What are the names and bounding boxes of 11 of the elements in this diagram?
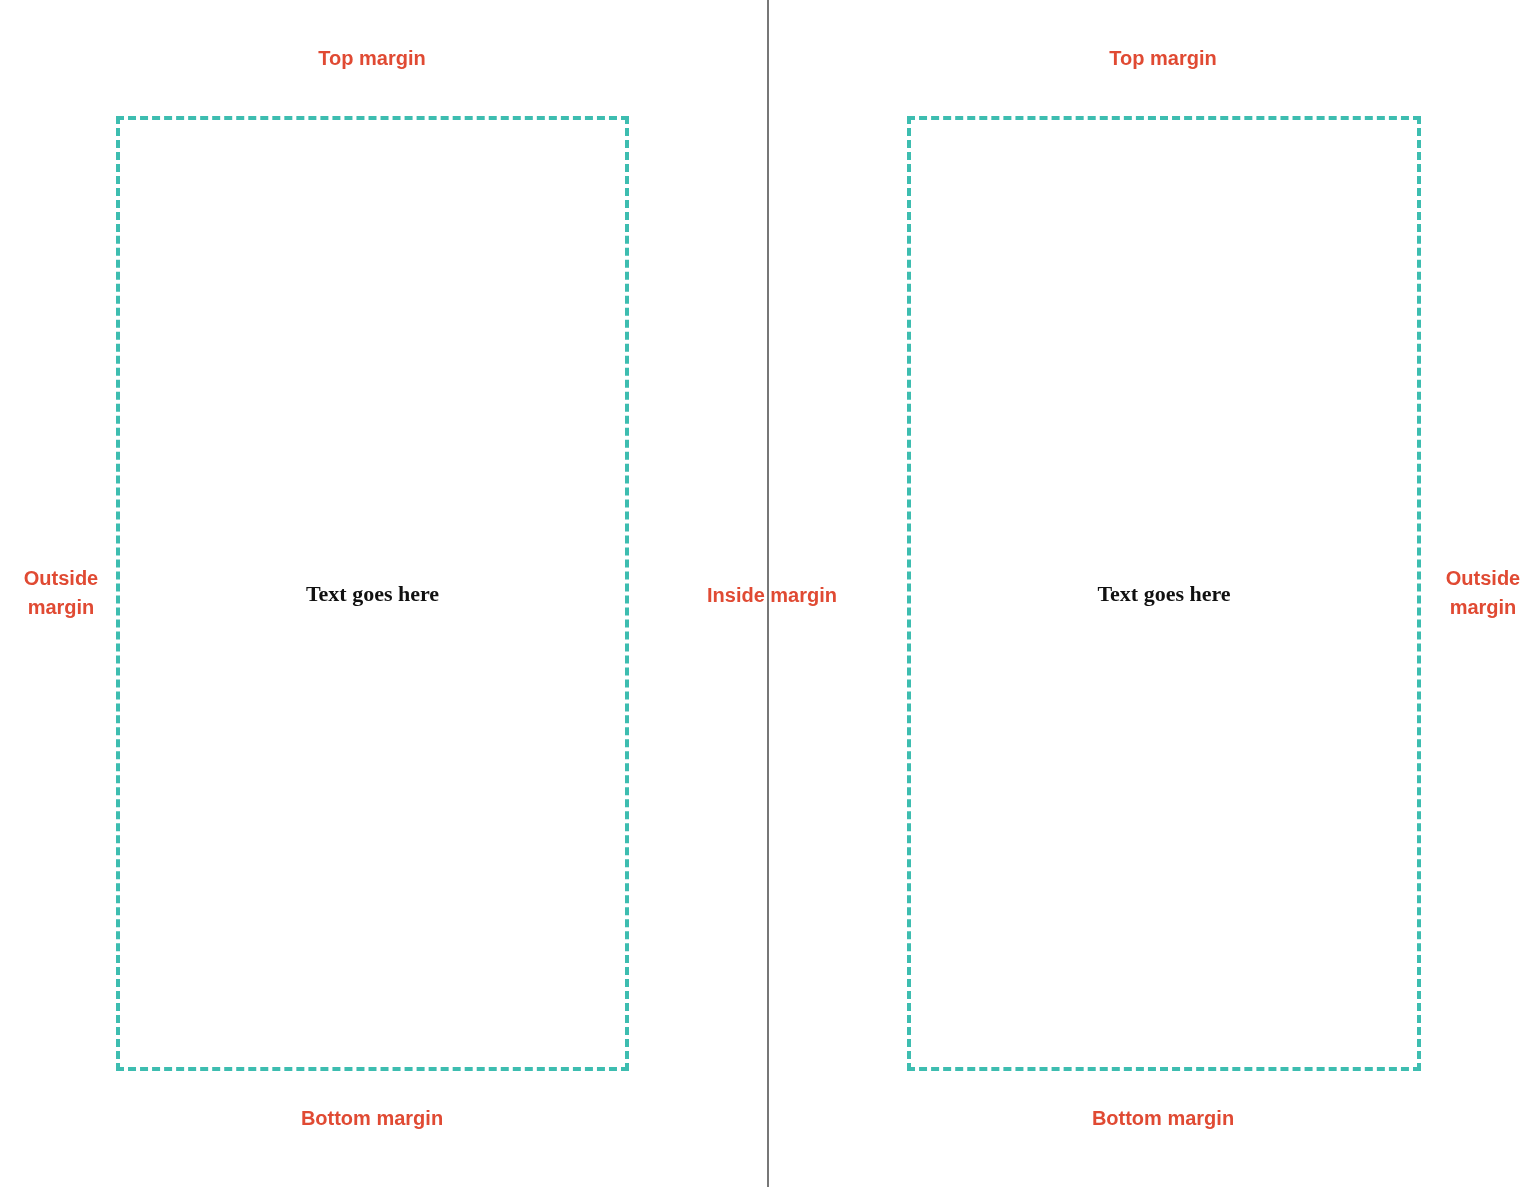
margin-label: Outside margin bbox=[23, 567, 99, 618]
margin-label: Bottom margin bbox=[1091, 1106, 1235, 1129]
placeholder-text: Text goes here bbox=[1097, 580, 1231, 607]
margin-label: Bottom margin bbox=[300, 1106, 444, 1129]
placeholder-text: Text goes here bbox=[305, 580, 440, 607]
margin-label: Top margin bbox=[318, 46, 426, 69]
margin-label: Top margin bbox=[1109, 46, 1217, 69]
text-area-frame bbox=[116, 116, 629, 1071]
margin-label: Inside margin bbox=[707, 583, 837, 606]
margin-label: Outside margin bbox=[1445, 567, 1521, 618]
text-area-frame bbox=[907, 116, 1421, 1071]
